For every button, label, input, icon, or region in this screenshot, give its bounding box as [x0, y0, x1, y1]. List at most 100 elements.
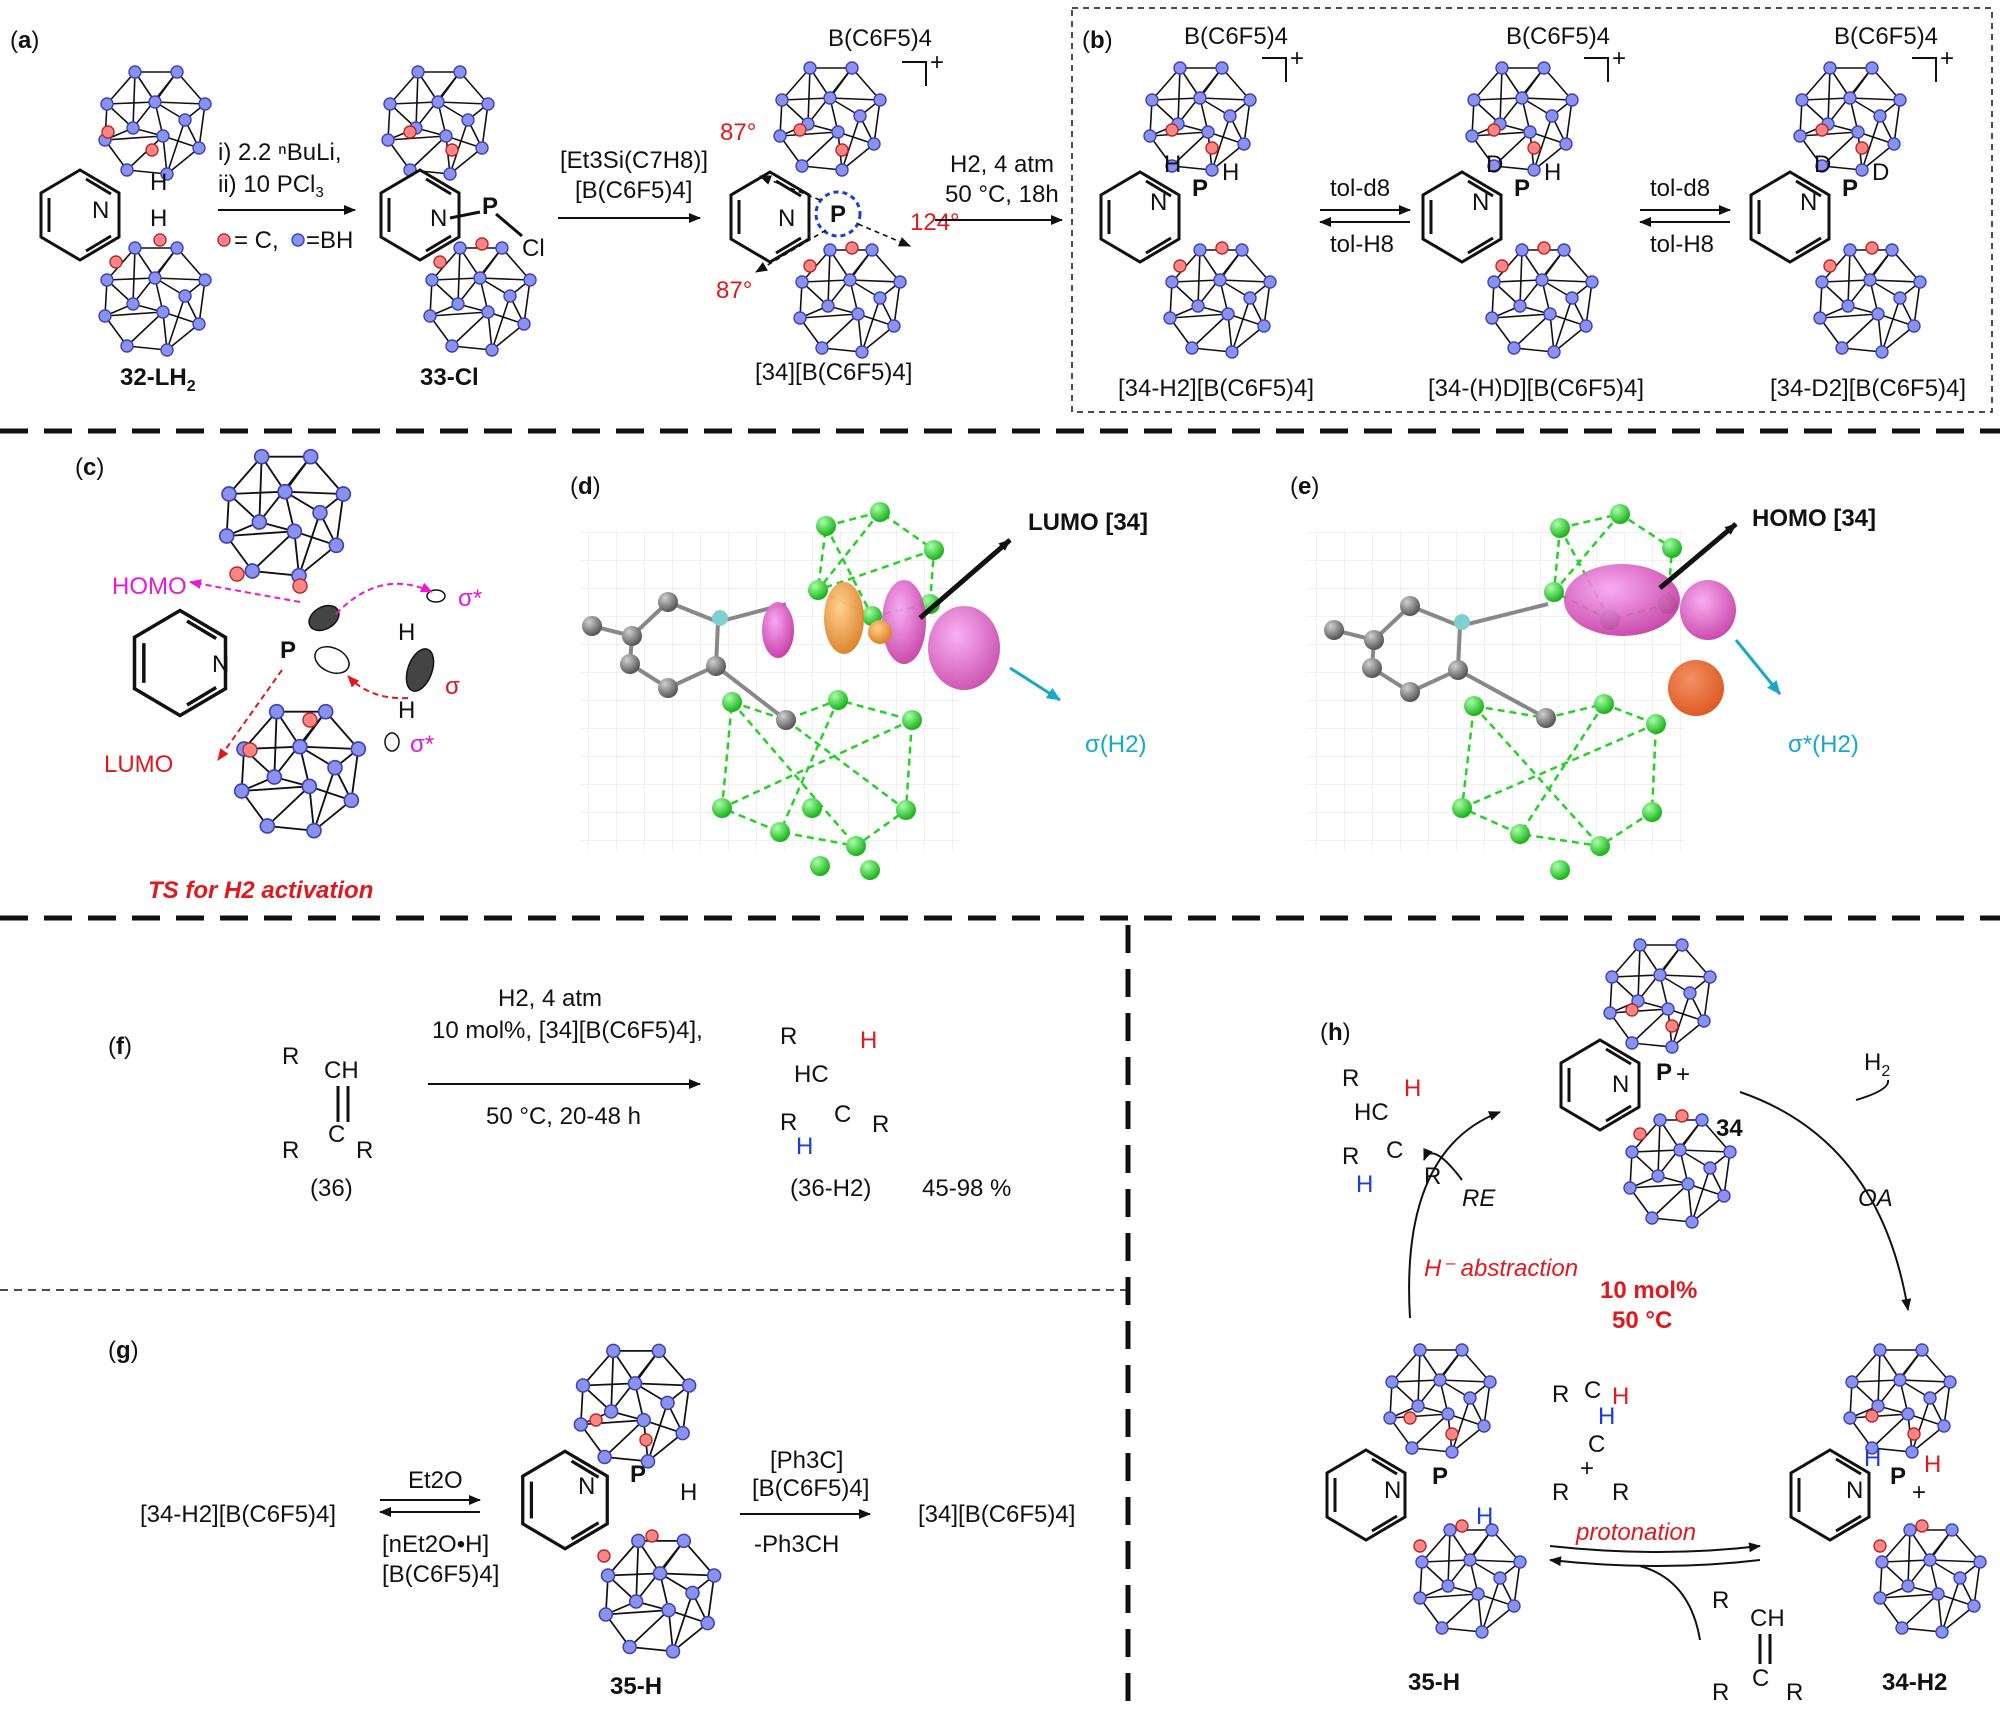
- reactant-ch: CH: [324, 1057, 359, 1084]
- catalyst-label: 34: [1716, 1115, 1743, 1142]
- h-product-r-top: R: [1342, 1065, 1359, 1092]
- step2-line1: [Et3Si(C7H8)]: [560, 147, 708, 174]
- compound-label-34: [34][B(C6F5)4]: [755, 359, 912, 386]
- anion-label: B(C6F5)4: [828, 25, 932, 52]
- eq2-reverse-label: tol-H8: [1650, 231, 1714, 258]
- product-label: (36-H2): [790, 1175, 871, 1202]
- compound-34-HD: N P D H B(C6F5)4 + [34-(H)D][B(C6F5)4]: [1421, 23, 1644, 402]
- reactant-label: (36): [310, 1175, 353, 1202]
- atom-p: P: [482, 193, 498, 220]
- g-reverse-1b: [B(C6F5)4]: [382, 1561, 499, 1588]
- atom-h: H: [1222, 159, 1239, 186]
- sigma-label: σ: [445, 673, 460, 700]
- compound-34-H2: N P H H B(C6F5)4 + [34-H2][B(C6F5)4]: [1099, 23, 1314, 402]
- cation-c-top: C: [1584, 1377, 1601, 1404]
- cation-h-blue: H: [1598, 1403, 1615, 1430]
- atom-p: P: [830, 201, 846, 228]
- cation-h-red: H: [1612, 1383, 1629, 1410]
- cation-plus: +: [1676, 1061, 1690, 1088]
- cation-r-top: R: [1552, 1381, 1569, 1408]
- step1-line2: ii) 10 PCl3: [218, 171, 324, 201]
- atom-n: N: [1384, 1477, 1401, 1504]
- grey-atoms: [582, 592, 796, 730]
- atom-h: H: [150, 169, 167, 196]
- atom-h: H: [1164, 151, 1181, 178]
- atom-h: H: [1476, 1503, 1493, 1530]
- homo-title: HOMO [34]: [1752, 505, 1876, 532]
- reactant-r-left: R: [282, 1137, 299, 1164]
- grey-atoms: [1324, 596, 1556, 728]
- compound-34: P N 87° 87° 124° B(C6F5)4 + [34][B(C6F5)…: [716, 25, 960, 386]
- h-right-label: 34-H2: [1882, 1669, 1947, 1696]
- atom-h: H: [150, 205, 167, 232]
- anion-label: B(C6F5)4: [1506, 23, 1610, 50]
- g-forward-2a: [Ph3C]: [770, 1447, 843, 1474]
- catalyst-temp: 50 °C: [1612, 1307, 1672, 1334]
- atom-n: N: [212, 651, 229, 678]
- atom-n: N: [1846, 1477, 1863, 1504]
- cation-plus: +: [1290, 45, 1304, 72]
- cation-r-left: R: [1552, 1479, 1569, 1506]
- atom-p: P: [1890, 1463, 1906, 1490]
- start-compound: [34-H2][B(C6F5)4]: [140, 1501, 336, 1528]
- g-forward-2c: -Ph3CH: [754, 1531, 839, 1558]
- abstraction-label: H⁻ abstraction: [1424, 1255, 1578, 1282]
- product-c: C: [834, 1101, 851, 1128]
- step3-line2: 50 °C, 18h: [945, 181, 1059, 208]
- step2-line2: [B(C6F5)4]: [575, 177, 692, 204]
- sigma-star-h2-label: σ*(H2): [1788, 731, 1859, 758]
- atom-n: N: [1612, 1071, 1629, 1098]
- step1-line1: i) 2.2 ⁿBuLi,: [218, 139, 341, 166]
- condition-1: H2, 4 atm: [498, 985, 602, 1012]
- atom-p: P: [280, 637, 296, 664]
- cation-plus: +: [930, 49, 944, 76]
- anion-label: B(C6F5)4: [1834, 23, 1938, 50]
- anion-label: B(C6F5)4: [1184, 23, 1288, 50]
- atom-n: N: [430, 205, 447, 232]
- lumo-label: LUMO: [104, 751, 173, 778]
- atom-p: P: [630, 1461, 646, 1488]
- angle-top: 87°: [720, 119, 756, 146]
- atom-d: D: [1872, 159, 1889, 186]
- product-r-right: R: [872, 1111, 889, 1138]
- panel-c-transition-state: N P H H σ σ* σ* HOMO LUMO TS for H2 acti…: [104, 448, 482, 904]
- h-product-r-right: R: [1424, 1163, 1441, 1190]
- atom-h: H: [1544, 159, 1561, 186]
- product-r-top: R: [780, 1023, 797, 1050]
- alkene-r-left: R: [1712, 1679, 1729, 1705]
- atom-d: D: [1486, 151, 1503, 178]
- h-left-label: 35-H: [1408, 1669, 1460, 1696]
- panel-label-a: (a): [10, 27, 39, 54]
- panel-label-e: (e): [1290, 473, 1319, 500]
- equilibrium-2: tol-d8 tol-H8: [1639, 175, 1731, 258]
- eq1-reverse-label: tol-H8: [1330, 231, 1394, 258]
- angle-right: 124°: [910, 209, 960, 236]
- condition-3: 50 °C, 20-48 h: [486, 1103, 641, 1130]
- atom-n: N: [1800, 189, 1817, 216]
- atom-h: H: [1924, 1451, 1941, 1478]
- atom-cl: Cl: [522, 235, 545, 262]
- alkene-c: C: [1752, 1665, 1769, 1692]
- g-forward-2b: [B(C6F5)4]: [752, 1475, 869, 1502]
- reactant-c: C: [328, 1121, 345, 1148]
- sigma-star-bottom: σ*: [410, 731, 434, 758]
- atom-h: H: [398, 697, 415, 724]
- h-product-h-red: H: [1404, 1075, 1421, 1102]
- atom-p: P: [1192, 175, 1208, 202]
- product-h-blue: H: [796, 1133, 813, 1160]
- h2-reagent: H2: [1864, 1049, 1890, 1080]
- oa-label: OA: [1858, 1185, 1893, 1212]
- product-h-red: H: [860, 1027, 877, 1054]
- panel-g-reaction: [34-H2][B(C6F5)4] Et2O [nEt2O•H] [B(C6F5…: [140, 1343, 1075, 1700]
- catalyst-loading: 10 mol%: [1600, 1277, 1697, 1304]
- step-1: i) 2.2 ⁿBuLi, ii) 10 PCl3 = C, =BH: [217, 139, 356, 254]
- lumo-title: LUMO [34]: [1028, 509, 1148, 536]
- panel-label-d: (d): [570, 473, 601, 500]
- equilibrium-1: tol-d8 tol-H8: [1319, 175, 1411, 258]
- atom-p: P: [1432, 1463, 1448, 1490]
- legend-carbon: = C,: [234, 227, 279, 254]
- compound-34-D2: N P D D B(C6F5)4 + [34-D2][B(C6F5)4]: [1749, 23, 1966, 402]
- h-product-h-blue: H: [1356, 1171, 1373, 1198]
- panel-f-reaction: R CH C R R (36) H2, 4 atm 10 mol%, [34][…: [282, 985, 1011, 1202]
